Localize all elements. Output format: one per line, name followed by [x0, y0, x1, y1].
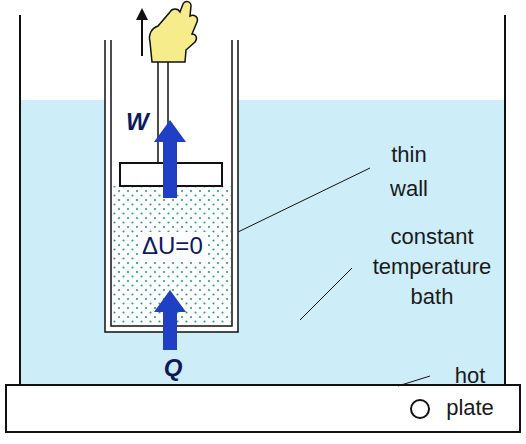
hot-plate — [6, 385, 520, 432]
leader-line — [238, 168, 370, 232]
knob — [411, 400, 429, 418]
cylinder-inner-wall — [111, 40, 232, 326]
part-label: thin wall — [374, 138, 444, 206]
hand — [149, 2, 197, 62]
heat-arrow-head — [154, 290, 186, 312]
pull-arrow — [141, 16, 143, 56]
heat-arrow — [163, 310, 177, 350]
heat-label: Q — [158, 354, 188, 382]
beaker-wall — [19, 15, 21, 385]
part-label: constant temperature bath — [352, 222, 512, 312]
gas — [112, 186, 231, 325]
work-arrow-head — [154, 120, 186, 142]
energy-label: ΔU=0 — [139, 232, 206, 260]
work-arrow — [163, 140, 177, 198]
part-label: hot plate — [432, 360, 508, 424]
beaker-wall — [504, 15, 506, 385]
cylinder-outer-wall — [105, 40, 238, 332]
cylinder-body — [105, 40, 238, 332]
leader-line — [300, 268, 352, 320]
pull-arrow-head — [136, 8, 148, 20]
work-label: W — [126, 108, 166, 136]
leader-line — [398, 376, 430, 386]
